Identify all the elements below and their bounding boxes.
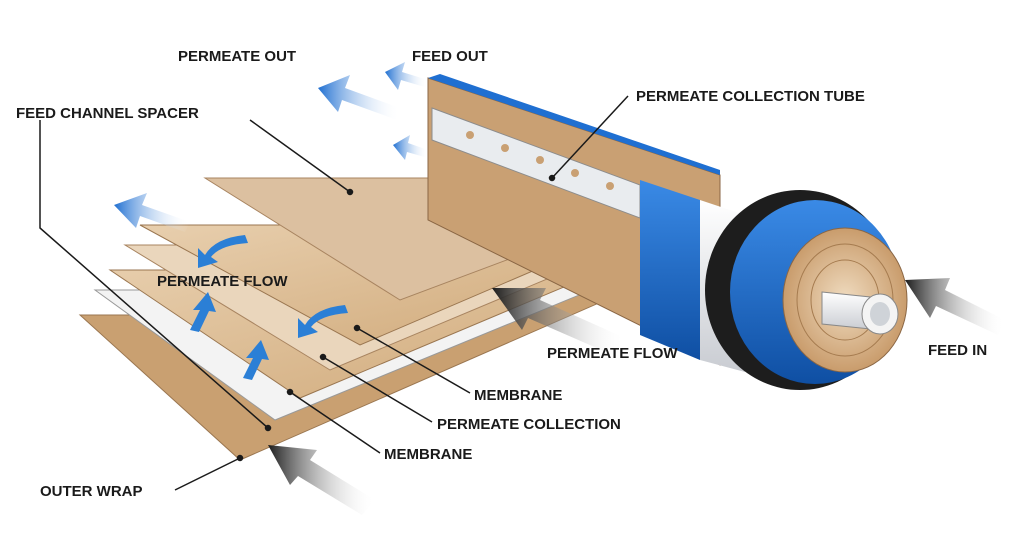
leader-membrane-lower xyxy=(289,391,381,454)
feed-tube-inner xyxy=(870,302,890,326)
label-feed-in: FEED IN xyxy=(928,342,987,359)
label-feed-out: FEED OUT xyxy=(412,48,488,65)
blue-band xyxy=(640,180,700,360)
leader-dot xyxy=(319,353,327,361)
leader-permeate-collection-tube xyxy=(551,95,629,179)
label-membrane-lower: MEMBRANE xyxy=(384,446,472,463)
tube-hole xyxy=(606,182,614,190)
tube-hole xyxy=(571,169,579,177)
feed-out-arrow-upper xyxy=(385,62,428,90)
leader-dot xyxy=(353,324,361,332)
permeate-up-arrow-2 xyxy=(243,340,269,380)
leader-feed-channel-spacer xyxy=(249,119,351,193)
permeate-left-arrow xyxy=(114,193,190,232)
leader-dot xyxy=(346,188,354,196)
leader-dot xyxy=(286,388,294,396)
leader-dot xyxy=(548,174,556,182)
label-permeate-collection: PERMEATE COLLECTION xyxy=(437,416,621,433)
tube-hole xyxy=(536,156,544,164)
dark-flow-arrows xyxy=(268,278,1005,515)
leader-membrane-upper xyxy=(356,327,471,394)
leader-permeate-collection xyxy=(322,356,433,423)
label-permeate-collection-tube: PERMEATE COLLECTION TUBE xyxy=(636,88,865,105)
leader-dot xyxy=(264,424,272,432)
label-permeate-out: PERMEATE OUT xyxy=(178,48,296,65)
tube-hole xyxy=(501,144,509,152)
permeate-curve-arrow-2 xyxy=(298,305,348,338)
feed-out-arrow-lower xyxy=(393,135,428,160)
module-top-edge xyxy=(428,74,720,175)
permeate-curve-arrow-1 xyxy=(198,235,248,268)
label-permeate-flow-left: PERMEATE FLOW xyxy=(157,273,288,290)
leader-lines xyxy=(39,95,629,491)
label-feed-channel-spacer: FEED CHANNEL SPACER xyxy=(16,105,199,122)
permeate-out-arrow xyxy=(318,75,400,120)
permeate-up-arrow-1 xyxy=(190,292,216,332)
tube-hole xyxy=(466,131,474,139)
leader-outer-wrap-left xyxy=(39,120,269,429)
permeate-flow-center-arrow xyxy=(492,288,625,356)
leader-dot xyxy=(236,454,244,462)
leader-outer-wrap xyxy=(174,457,241,491)
feed-in-arrow xyxy=(905,278,1005,335)
outer-wrap-arrow xyxy=(268,445,375,515)
label-outer-wrap: OUTER WRAP xyxy=(40,483,143,500)
blue-flow-arrows xyxy=(114,62,428,380)
diagram-labels: PERMEATE OUT FEED OUT FEED CHANNEL SPACE… xyxy=(16,48,987,500)
ro-module xyxy=(427,74,908,390)
label-membrane-upper: MEMBRANE xyxy=(474,387,562,404)
label-permeate-flow-center: PERMEATE FLOW xyxy=(547,345,678,362)
